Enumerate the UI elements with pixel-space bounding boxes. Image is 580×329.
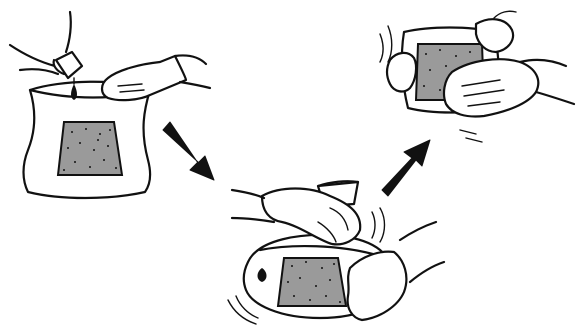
left-gloved-hand-3 bbox=[387, 53, 416, 92]
motion-line bbox=[228, 300, 256, 324]
lower-gloved-hand bbox=[348, 252, 407, 320]
bottle-string bbox=[66, 12, 71, 52]
motion-line bbox=[460, 130, 482, 142]
motion-line bbox=[388, 26, 392, 62]
right-gloved-hand-3 bbox=[444, 59, 538, 116]
step-1-pour bbox=[10, 12, 210, 198]
right-gloved-hand bbox=[102, 56, 186, 100]
arrow-1-to-2 bbox=[163, 122, 214, 180]
step-3-rub bbox=[380, 11, 574, 142]
arrow-2-to-3 bbox=[382, 140, 430, 196]
motion-line bbox=[372, 212, 375, 238]
left-arm bbox=[10, 45, 58, 74]
motion-line bbox=[380, 34, 383, 62]
step-2-shake bbox=[228, 181, 444, 324]
bottle bbox=[56, 52, 82, 78]
motion-line bbox=[380, 208, 385, 242]
motion-line bbox=[494, 11, 516, 18]
